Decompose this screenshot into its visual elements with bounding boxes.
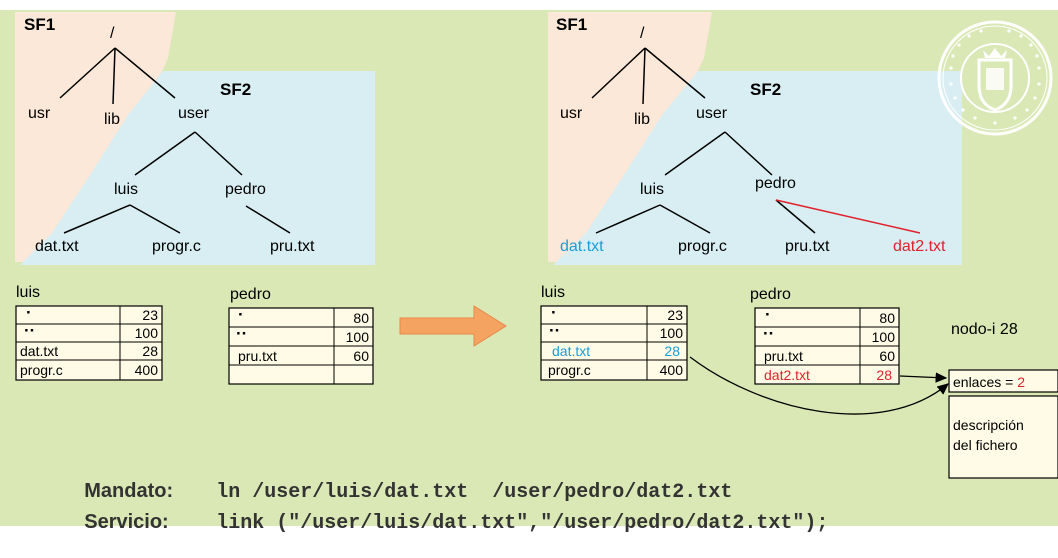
right-new-link-edge — [775, 199, 921, 234]
left-node-dat: dat.txt — [35, 238, 79, 255]
cell-inode: 400 — [660, 362, 684, 378]
right-node-dat: dat.txt — [560, 238, 604, 255]
link-diagram: SF1 SF2 / usr lib user luis pedro dat.tx… — [15, 12, 1058, 479]
table-after-luis: · 23 ·· 100 dat.txt 28 progr.c 400 — [540, 303, 688, 381]
inode-links-label: enlaces = — [953, 374, 1017, 390]
left-node-user: user — [178, 105, 210, 122]
right-node-pru: pru.txt — [785, 238, 830, 255]
left-node-luis: luis — [114, 181, 138, 198]
right-node-pedro: pedro — [755, 175, 796, 192]
table-before-pedro-title: pedro — [230, 286, 271, 303]
left-node-pru: pru.txt — [270, 238, 315, 255]
left-node-root: / — [110, 25, 115, 42]
cell-inode: 100 — [135, 325, 159, 341]
table-before-pedro: · 80 ·· 100 pru.txt 60 — [228, 305, 374, 385]
cell-inode: 80 — [879, 310, 895, 326]
inode-desc-line2: del fichero — [953, 437, 1018, 453]
link-arrow-dat2 — [899, 372, 948, 383]
right-node-progr: progr.c — [678, 238, 727, 255]
left-node-pedro: pedro — [225, 181, 266, 198]
cell-inode: 23 — [667, 307, 683, 323]
left-sf1-label: SF1 — [24, 15, 55, 34]
cell-name-highlight: dat2.txt — [764, 367, 810, 383]
cell-name: progr.c — [20, 362, 63, 378]
right-node-lib: lib — [634, 111, 650, 128]
cell-inode: 400 — [135, 362, 159, 378]
cell-inode: 100 — [346, 329, 370, 345]
right-sf2-region — [553, 71, 962, 265]
left-tree: SF1 SF2 / usr lib user luis pedro dat.tx… — [15, 12, 375, 265]
inode-links-count: 2 — [1017, 374, 1025, 390]
right-node-luis: luis — [640, 181, 664, 198]
cell-name: pru.txt — [764, 348, 803, 364]
right-node-usr: usr — [560, 105, 583, 122]
cell-name: ·· — [24, 321, 35, 340]
right-tree-edges — [591, 47, 816, 234]
table-before-luis-title: luis — [16, 284, 40, 301]
right-sf1-region — [548, 12, 712, 262]
servicio-line: Servicio: link ("/user/luis/dat.txt","/us… — [62, 488, 828, 558]
left-node-lib: lib — [104, 111, 120, 128]
cell-inode: 100 — [660, 325, 684, 341]
cell-name: · — [765, 305, 771, 324]
transition-arrow — [399, 305, 507, 347]
cell-inode: 60 — [353, 348, 369, 364]
link-arrow-dat — [689, 356, 950, 415]
cell-inode: 60 — [879, 348, 895, 364]
left-sf2-label: SF2 — [220, 80, 251, 99]
table-after-luis-title: luis — [541, 284, 565, 301]
cell-inode-highlight: 28 — [876, 367, 892, 383]
left-node-progr: progr.c — [152, 238, 201, 255]
left-node-usr: usr — [28, 105, 51, 122]
left-tree-edges — [59, 47, 291, 234]
cell-inode-highlight: 28 — [664, 343, 680, 359]
right-node-user: user — [696, 105, 728, 122]
cell-name-highlight: dat.txt — [552, 343, 590, 359]
university-seal-icon — [937, 20, 1053, 136]
cell-inode: 100 — [872, 329, 896, 345]
mandato-command: ln /user/luis/dat.txt /user/pedro/dat2.t… — [216, 481, 733, 504]
table-after-pedro: · 80 ·· 100 pru.txt 60 dat2.txt 28 — [754, 305, 900, 385]
inode-title: nodo-i 28 — [951, 321, 1018, 338]
left-sf1-region — [15, 12, 176, 262]
inode-links: enlaces = 2 — [953, 374, 1025, 390]
mandato-label: Mandato: — [84, 480, 174, 502]
slide: SF1 SF2 / usr lib user luis pedro dat.tx… — [0, 10, 1058, 535]
cell-name: dat.txt — [20, 343, 58, 359]
cell-name: ·· — [763, 324, 774, 343]
servicio-label: Servicio: — [84, 511, 169, 533]
cell-name: pru.txt — [238, 348, 277, 364]
right-sf1-label: SF1 — [556, 15, 587, 34]
cell-name: · — [551, 303, 557, 322]
left-sf2-region — [20, 71, 375, 265]
table-before-luis: · 23 ·· 100 dat.txt 28 progr.c 400 — [15, 303, 163, 381]
servicio-call: link ("/user/luis/dat.txt","/user/pedro/… — [216, 512, 829, 535]
table-after-pedro-title: pedro — [750, 286, 791, 303]
inode-desc-line1: descripción — [953, 417, 1024, 433]
mandato-line: Mandato: ln /user/luis/dat.txt /user/pedr… — [62, 457, 732, 527]
cell-name: progr.c — [548, 362, 591, 378]
cell-name: ·· — [236, 324, 247, 343]
cell-name: · — [26, 303, 32, 322]
right-node-root: / — [640, 25, 645, 42]
right-tree: SF1 SF2 / usr lib user luis pedro dat.tx… — [548, 12, 962, 265]
right-node-dat2: dat2.txt — [893, 238, 946, 255]
cell-inode: 80 — [353, 310, 369, 326]
cell-name: · — [238, 305, 244, 324]
cell-name: ·· — [549, 321, 560, 340]
inode-box: enlaces = 2 descripción del fichero — [948, 369, 1058, 479]
right-sf2-label: SF2 — [750, 80, 781, 99]
cell-inode: 23 — [142, 307, 158, 323]
cell-inode: 28 — [142, 343, 158, 359]
